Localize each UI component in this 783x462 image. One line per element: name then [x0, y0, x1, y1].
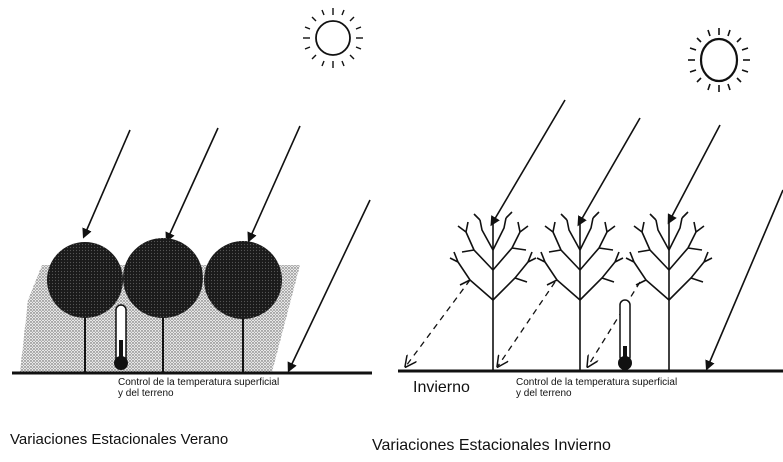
winter-sun-rays: [490, 99, 783, 371]
summer-tree-crown: [204, 241, 282, 319]
summer-tree-crown: [47, 242, 123, 318]
summer-caption: Control de la temperatura superficial y …: [118, 377, 279, 399]
winter-sun-icon: [688, 28, 750, 92]
summer-diagram: [12, 8, 372, 375]
winter-bare-tree: [536, 211, 624, 370]
summer-sun-rays: [82, 125, 371, 373]
summer-sun-icon: [303, 8, 363, 68]
summer-tree-crown: [123, 238, 203, 318]
winter-label: Invierno: [413, 379, 470, 396]
winter-dashed-rays: [406, 279, 641, 366]
winter-title: Variaciones Estacionales Invierno: [372, 437, 611, 454]
winter-caption-line2: y del terreno: [516, 388, 572, 399]
summer-caption-line2: y del terreno: [118, 388, 174, 399]
summer-thermometer-icon: [114, 304, 128, 370]
winter-bare-tree: [449, 211, 537, 370]
winter-caption-line1: Control de la temperatura superficial: [516, 377, 678, 388]
winter-diagram: [398, 28, 783, 373]
winter-caption: Control de la temperatura superficial y …: [516, 377, 677, 399]
summer-caption-line1: Control de la temperatura superficial: [118, 377, 280, 388]
summer-title: Variaciones Estacionales Verano: [10, 431, 229, 448]
winter-bare-tree: [625, 211, 713, 370]
winter-thermometer-icon: [618, 299, 632, 370]
